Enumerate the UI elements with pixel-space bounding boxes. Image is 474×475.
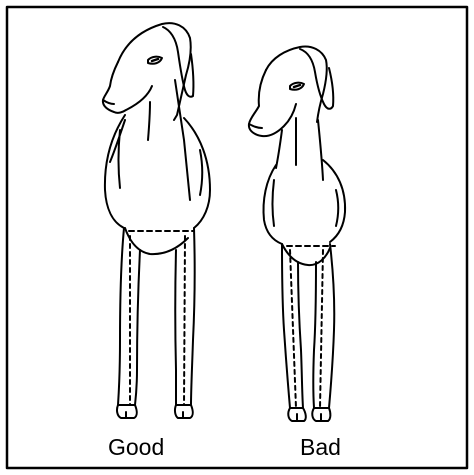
good-label: Good — [108, 433, 164, 461]
bad-goat-figure — [249, 47, 345, 421]
bad-label: Bad — [300, 433, 341, 461]
good-goat-figure — [103, 23, 210, 418]
outer-border — [7, 7, 467, 468]
